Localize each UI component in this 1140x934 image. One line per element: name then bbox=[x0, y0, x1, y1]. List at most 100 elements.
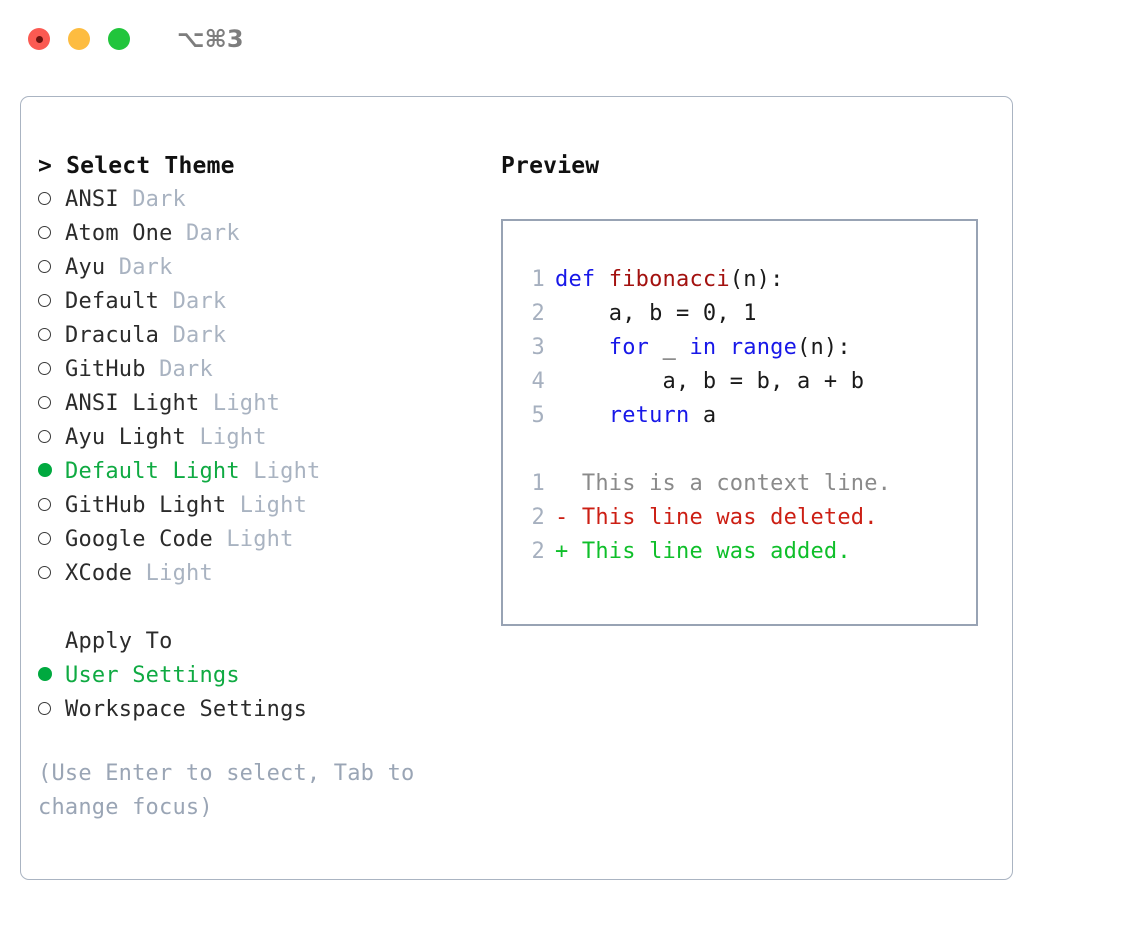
line-number: 2 bbox=[531, 301, 545, 326]
option-label: Default bbox=[65, 289, 160, 314]
traffic-lights bbox=[28, 28, 130, 50]
radio-ring-icon bbox=[38, 294, 51, 307]
theme-list-item[interactable]: GitHub Dark bbox=[38, 353, 468, 387]
radio-dot-icon bbox=[38, 667, 52, 681]
option-label: GitHub Light bbox=[65, 493, 227, 518]
code-line-text: a, b = b, a + b bbox=[555, 365, 865, 399]
radio-unselected-icon bbox=[38, 489, 65, 523]
keyboard-shortcut-label: ⌥⌘3 bbox=[177, 25, 244, 53]
option-category-tag: Light bbox=[132, 561, 213, 586]
radio-unselected-icon bbox=[38, 217, 65, 251]
code-token bbox=[555, 403, 609, 428]
radio-ring-icon bbox=[38, 260, 51, 273]
radio-ring-icon bbox=[38, 192, 51, 205]
option-category-tag: Dark bbox=[145, 357, 213, 382]
code-token bbox=[555, 335, 609, 360]
radio-unselected-icon bbox=[38, 319, 65, 353]
theme-list-item[interactable]: Dracula Dark bbox=[38, 319, 468, 353]
code-token: def bbox=[555, 267, 609, 292]
option-category-tag: Light bbox=[212, 527, 294, 552]
theme-list-item[interactable]: Google Code Light bbox=[38, 523, 468, 557]
diff-line: 2+ This line was added. bbox=[517, 535, 968, 569]
diff-lines: 1 This is a context line.2- This line wa… bbox=[517, 467, 968, 569]
line-number: 1 bbox=[531, 267, 545, 292]
code-line: 2 a, b = 0, 1 bbox=[517, 297, 968, 331]
option-label: ANSI Light bbox=[65, 391, 200, 416]
theme-list-item[interactable]: Ayu Dark bbox=[38, 251, 468, 285]
radio-unselected-icon bbox=[38, 421, 65, 455]
radio-selected-icon bbox=[38, 455, 65, 489]
option-category-tag: Light bbox=[239, 459, 321, 484]
code-token: for bbox=[608, 335, 650, 360]
radio-unselected-icon bbox=[38, 183, 65, 217]
theme-list-item[interactable]: GitHub Light Light bbox=[38, 489, 468, 523]
theme-list-item[interactable]: Default Dark bbox=[38, 285, 468, 319]
radio-unselected-icon bbox=[38, 251, 65, 285]
code-line: 1 def fibonacci(n): bbox=[517, 263, 968, 297]
radio-ring-icon bbox=[38, 362, 51, 375]
theme-list-item[interactable]: XCode Light bbox=[38, 557, 468, 591]
apply-to-header: Apply To bbox=[65, 629, 173, 654]
code-token: a, b = b, a + b bbox=[555, 369, 865, 394]
radio-ring-icon bbox=[38, 396, 51, 409]
radio-ring-icon bbox=[38, 702, 51, 715]
option-label: Workspace Settings bbox=[65, 697, 308, 722]
preview-title: Preview bbox=[501, 153, 600, 179]
code-diff-gap bbox=[517, 433, 968, 467]
option-label: Dracula bbox=[65, 323, 160, 348]
option-label: Google Code bbox=[65, 527, 213, 552]
theme-list-item[interactable]: Ayu Light Light bbox=[38, 421, 468, 455]
option-label: XCode bbox=[65, 561, 133, 586]
title-bar: ⌥⌘3 bbox=[0, 0, 1140, 78]
minimize-button[interactable] bbox=[68, 28, 90, 50]
radio-unselected-icon bbox=[38, 387, 65, 421]
radio-ring-icon bbox=[38, 430, 51, 443]
radio-selected-icon bbox=[38, 659, 65, 693]
option-label: Ayu Light bbox=[65, 425, 187, 450]
theme-list-item[interactable]: ANSI Light Light bbox=[38, 387, 468, 421]
radio-ring-icon bbox=[38, 532, 51, 545]
diff-line-text: This is a context line. bbox=[555, 471, 892, 496]
code-line-text: a, b = 0, 1 bbox=[555, 297, 757, 331]
option-label: Ayu bbox=[65, 255, 106, 280]
theme-list-item[interactable]: ANSI Dark bbox=[38, 183, 468, 217]
radio-unselected-icon bbox=[38, 693, 65, 727]
radio-unselected-icon bbox=[38, 353, 65, 387]
theme-list-item[interactable]: Atom One Dark bbox=[38, 217, 468, 251]
option-label: Default Light bbox=[65, 459, 240, 484]
code-token: _ bbox=[649, 335, 690, 360]
option-label: Atom One bbox=[65, 221, 173, 246]
apply-to-item[interactable]: User Settings bbox=[38, 659, 468, 693]
apply-to-item[interactable]: Workspace Settings bbox=[38, 693, 468, 727]
option-label: GitHub bbox=[65, 357, 146, 382]
close-button[interactable] bbox=[28, 28, 50, 50]
option-label: User Settings bbox=[65, 663, 240, 688]
list-spacer bbox=[38, 591, 468, 625]
option-label: ANSI bbox=[65, 187, 119, 212]
code-token bbox=[716, 335, 729, 360]
code-token: a bbox=[689, 403, 717, 428]
line-number: 3 bbox=[531, 335, 545, 360]
diff-line-text: + This line was added. bbox=[555, 539, 851, 564]
line-number: 1 bbox=[531, 471, 545, 496]
option-category-tag: Dark bbox=[172, 221, 240, 246]
code-line-text: def fibonacci(n): bbox=[555, 263, 784, 297]
option-category-tag: Light bbox=[199, 391, 281, 416]
select-theme-heading: > Select Theme bbox=[38, 153, 235, 179]
code-token: in bbox=[689, 335, 717, 360]
code-token: (n): bbox=[729, 267, 784, 292]
code-token: (n): bbox=[797, 335, 851, 360]
code-token: fibonacci bbox=[608, 267, 730, 292]
code-line: 5 return a bbox=[517, 399, 968, 433]
zoom-button[interactable] bbox=[108, 28, 130, 50]
radio-ring-icon bbox=[38, 328, 51, 341]
line-number: 4 bbox=[531, 369, 545, 394]
option-category-tag: Dark bbox=[118, 187, 187, 212]
theme-list-item[interactable]: Default Light Light bbox=[38, 455, 468, 489]
